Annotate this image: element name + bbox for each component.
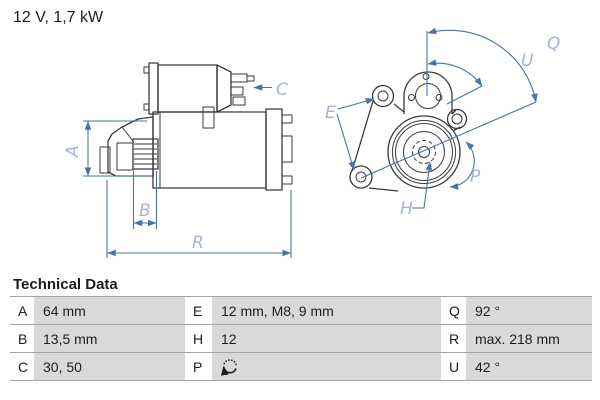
dim-label-U: U — [521, 51, 534, 71]
side-view-dimensions: A B C R — [63, 80, 292, 258]
table-value-P — [212, 353, 441, 381]
technical-data-heading: Technical Data — [13, 276, 118, 293]
dim-label-H: H — [400, 199, 413, 219]
dim-label-R: R — [192, 233, 204, 253]
dim-label-Q: Q — [547, 34, 560, 54]
dim-label-A: A — [63, 145, 83, 158]
dim-label-C: C — [276, 80, 288, 100]
rotation-direction-icon — [221, 358, 237, 376]
table-key-Q: Q — [441, 297, 466, 325]
front-view-mounting-flange — [349, 71, 468, 192]
table-key-E: E — [185, 297, 212, 325]
table-key-C: C — [10, 353, 34, 381]
dim-label-P: P — [470, 167, 481, 187]
starter-motor-technical-drawing: A B C R — [63, 27, 560, 258]
table-value-B: 13,5 mm — [34, 325, 185, 353]
table-key-H: H — [185, 325, 212, 353]
voltage-power-title: 12 V, 1,7 kW — [13, 9, 104, 26]
table-key-R: R — [441, 325, 466, 353]
table-value-Q: 92 ° — [466, 297, 592, 325]
technical-data-table: A 64 mm E 12 mm, M8, 9 mm Q 92 ° B 13,5 … — [10, 296, 592, 381]
table-key-U: U — [441, 353, 466, 381]
table-key-B: B — [10, 325, 34, 353]
table-value-U: 42 ° — [466, 353, 592, 381]
side-view-starter-motor — [99, 62, 293, 191]
front-view-dimensions: Q U E H P — [325, 27, 560, 219]
table-value-H: 12 — [212, 325, 441, 353]
table-key-A: A — [10, 297, 34, 325]
table-value-R: max. 218 mm — [466, 325, 592, 353]
table-key-P: P — [185, 353, 212, 381]
table-value-C: 30, 50 — [34, 353, 185, 381]
dim-label-E: E — [325, 103, 336, 123]
table-value-E: 12 mm, M8, 9 mm — [212, 297, 441, 325]
table-value-A: 64 mm — [34, 297, 185, 325]
dim-label-B: B — [139, 201, 151, 221]
